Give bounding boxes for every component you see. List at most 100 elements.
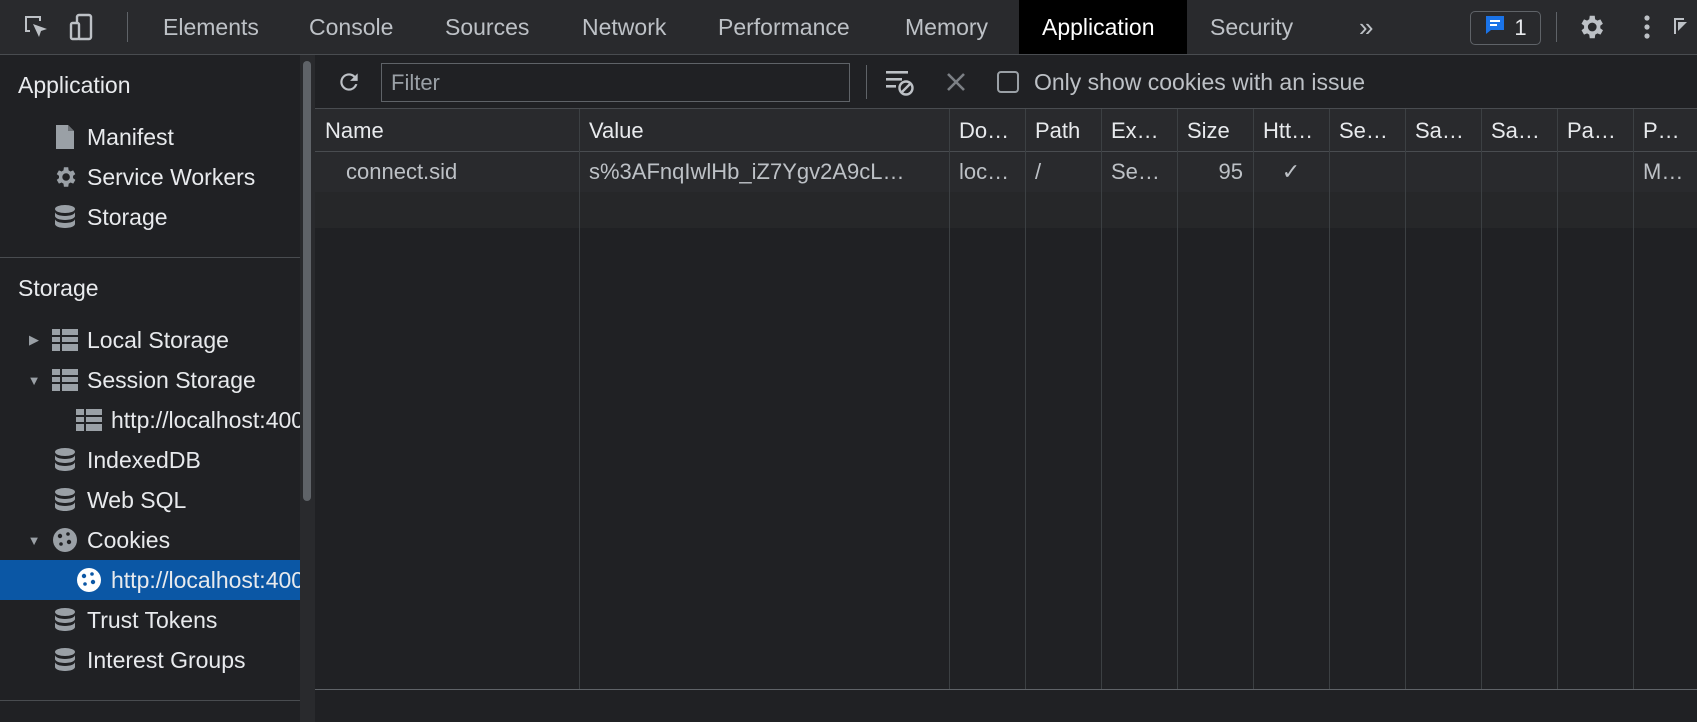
- column-divider[interactable]: [1557, 109, 1558, 689]
- sidebar-divider: [0, 700, 300, 701]
- inspect-icon[interactable]: [19, 10, 53, 44]
- cell-secure: [1329, 152, 1405, 192]
- column-header-httponly[interactable]: Htt…: [1263, 118, 1314, 143]
- cookie-icon: [51, 526, 79, 554]
- gear-icon: [51, 163, 79, 191]
- tab-sources[interactable]: Sources: [445, 14, 530, 40]
- sidebar-item-web-sql[interactable]: Web SQL: [0, 480, 351, 520]
- delete-selected-icon[interactable]: [939, 65, 973, 99]
- column-header-domain[interactable]: Do…: [959, 118, 1010, 143]
- tabbar-separator: [1556, 12, 1557, 42]
- sidebar-section-title-application: Application: [18, 72, 131, 98]
- column-divider[interactable]: [1025, 109, 1026, 689]
- cell-name: connect.sid: [346, 159, 458, 184]
- database-icon: [51, 606, 79, 634]
- sidebar-divider: [0, 257, 300, 258]
- kebab-menu-icon[interactable]: [1630, 10, 1664, 44]
- column-header-path[interactable]: Path: [1035, 118, 1081, 143]
- sidebar-item-label: Local Storage: [87, 326, 229, 353]
- sidebar-item-local-storage[interactable]: ▶ Local Storage: [0, 320, 327, 360]
- collapse-triangle-icon[interactable]: ▼: [27, 372, 41, 388]
- sidebar-item-label: Trust Tokens: [87, 606, 218, 633]
- table-icon: [51, 366, 79, 394]
- toolbar-separator: [866, 65, 867, 99]
- sidebar-section-title-storage: Storage: [18, 275, 99, 301]
- table-icon: [75, 406, 103, 434]
- sidebar-item-session-storage-origin[interactable]: http://localhost:4000: [0, 400, 375, 440]
- cell-priority: Me…: [1643, 159, 1696, 184]
- database-icon: [51, 486, 79, 514]
- column-header-priority[interactable]: P…: [1643, 118, 1680, 143]
- cell-expires: Se…: [1111, 159, 1160, 184]
- refresh-icon[interactable]: [333, 66, 365, 98]
- cell-httponly: ✓: [1281, 159, 1301, 184]
- sidebar-item-storage-overview[interactable]: Storage: [0, 197, 351, 237]
- database-icon: [51, 203, 79, 231]
- only-issues-label[interactable]: Only show cookies with an issue: [1034, 69, 1366, 95]
- sidebar-item-indexeddb[interactable]: IndexedDB: [0, 440, 351, 480]
- cell-sameparty: [1481, 152, 1557, 192]
- column-header-sameparty[interactable]: Sa…: [1491, 118, 1540, 143]
- table-row[interactable]: connect.sid s%3AFnqIwlHb_iZ7Ygv2A9cL… lo…: [315, 152, 1697, 192]
- sidebar-scrollbar[interactable]: [300, 55, 315, 722]
- filter-input[interactable]: [381, 63, 850, 102]
- cookies-panel: Only show cookies with an issue Name Val…: [315, 55, 1697, 722]
- device-toolbar-icon[interactable]: [65, 10, 99, 44]
- tab-application[interactable]: Application: [1019, 0, 1187, 54]
- sidebar-item-label: http://localhost:4000: [111, 566, 317, 593]
- sidebar-item-trust-tokens[interactable]: Trust Tokens: [0, 600, 351, 640]
- sidebar-item-cookies[interactable]: ▼ Cookies: [0, 520, 327, 560]
- column-divider[interactable]: [949, 109, 950, 689]
- tab-security[interactable]: Security: [1210, 14, 1294, 40]
- cell-samesite: [1405, 152, 1481, 192]
- sidebar-item-session-storage[interactable]: ▼ Session Storage: [0, 360, 327, 400]
- sidebar-item-label: Storage: [87, 203, 168, 230]
- sidebar-item-label: Service Workers: [87, 163, 256, 190]
- column-divider[interactable]: [1177, 109, 1178, 689]
- file-icon: [51, 123, 79, 151]
- issues-counter-button[interactable]: 1: [1470, 11, 1541, 45]
- tab-elements[interactable]: Elements: [163, 14, 259, 40]
- column-divider[interactable]: [1329, 109, 1330, 689]
- only-issues-checkbox[interactable]: [997, 71, 1019, 93]
- sidebar-item-label: Cookies: [87, 526, 171, 553]
- preview-pane-divider[interactable]: [315, 689, 1697, 690]
- sidebar-item-label: Manifest: [87, 123, 174, 150]
- devtools-tabbar: Elements Console Sources Network Perform…: [0, 0, 1697, 55]
- sidebar-item-manifest[interactable]: Manifest: [0, 117, 351, 157]
- cookie-icon: [75, 566, 103, 594]
- column-header-value[interactable]: Value: [589, 118, 644, 143]
- column-divider[interactable]: [1481, 109, 1482, 689]
- gear-icon[interactable]: [1574, 10, 1608, 44]
- clear-filtered-cookies-icon[interactable]: [883, 65, 917, 99]
- tab-performance[interactable]: Performance: [718, 14, 850, 40]
- column-divider[interactable]: [1633, 109, 1634, 689]
- empty-table-row: [315, 192, 1697, 228]
- column-header-name[interactable]: Name: [325, 118, 384, 143]
- sidebar-item-service-workers[interactable]: Service Workers: [0, 157, 351, 197]
- cookies-table: Name Value Do… Path Ex… Size Htt… Se… Sa…: [315, 109, 1697, 689]
- tab-memory[interactable]: Memory: [905, 14, 989, 40]
- column-header-partition-key[interactable]: Pa…: [1567, 118, 1616, 143]
- column-header-size[interactable]: Size: [1187, 118, 1230, 143]
- database-icon: [51, 646, 79, 674]
- more-tabs-button[interactable]: »: [1359, 12, 1374, 42]
- tab-console[interactable]: Console: [309, 14, 394, 40]
- cell-value: s%3AFnqIwlHb_iZ7Ygv2A9cL…: [589, 159, 905, 184]
- sidebar-item-label: http://localhost:4000: [111, 406, 317, 433]
- column-header-secure[interactable]: Se…: [1339, 118, 1388, 143]
- issues-count: 1: [1514, 15, 1527, 40]
- undock-icon[interactable]: [1670, 10, 1697, 44]
- column-divider[interactable]: [1405, 109, 1406, 689]
- table-header-row: Name Value Do… Path Ex… Size Htt… Se… Sa…: [315, 109, 1697, 152]
- column-divider[interactable]: [579, 109, 580, 689]
- collapse-triangle-icon[interactable]: ▼: [27, 532, 41, 548]
- expand-triangle-icon[interactable]: ▶: [29, 332, 39, 347]
- column-divider[interactable]: [1253, 109, 1254, 689]
- tab-network[interactable]: Network: [582, 14, 667, 40]
- column-divider[interactable]: [1101, 109, 1102, 689]
- sidebar-scrollbar-thumb[interactable]: [303, 61, 311, 501]
- column-header-samesite[interactable]: Sa…: [1415, 118, 1464, 143]
- column-header-expires[interactable]: Ex…: [1111, 118, 1159, 143]
- sidebar-item-interest-groups[interactable]: Interest Groups: [0, 640, 351, 680]
